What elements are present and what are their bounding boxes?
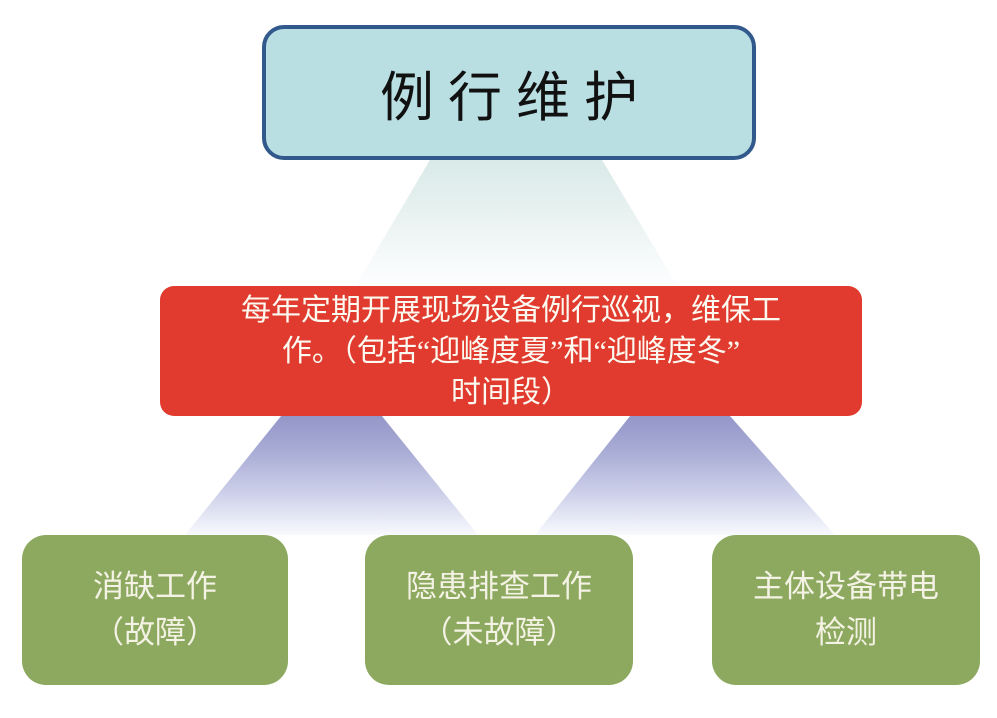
leaf-2-line-1: 隐患排查工作 [406,569,592,604]
connector-beam-bottom-right [535,416,835,535]
description-line-3: 时间段） [451,375,571,409]
description-node-annual-inspection: 每年定期开展现场设备例行巡视，维保工 作。（包括“迎峰度夏”和“迎峰度冬” 时间… [160,286,862,416]
leaf-2-line-2: （未故障） [421,615,577,650]
connector-beam-bottom-left [185,416,478,535]
leaf-3-line-2: 检测 [815,615,877,650]
leaf-node-hazard-screening: 隐患排查工作 （未故障） [365,535,633,685]
root-node-label: 例行维护 [380,68,652,128]
leaf-1-line-1: 消缺工作 [93,569,217,604]
leaf-node-live-detection: 主体设备带电 检测 [712,535,980,685]
leaf-node-defect-elimination: 消缺工作 （故障） [22,535,288,685]
root-node-routine-maintenance: 例行维护 [262,25,756,160]
connector-beam-top [355,160,678,287]
leaf-3-line-1: 主体设备带电 [753,569,939,604]
leaf-1-line-2: （故障） [93,615,217,650]
description-line-1: 每年定期开展现场设备例行巡视，维保工 [241,293,781,327]
description-line-2: 作。（包括“迎峰度夏”和“迎峰度冬” [281,334,741,368]
